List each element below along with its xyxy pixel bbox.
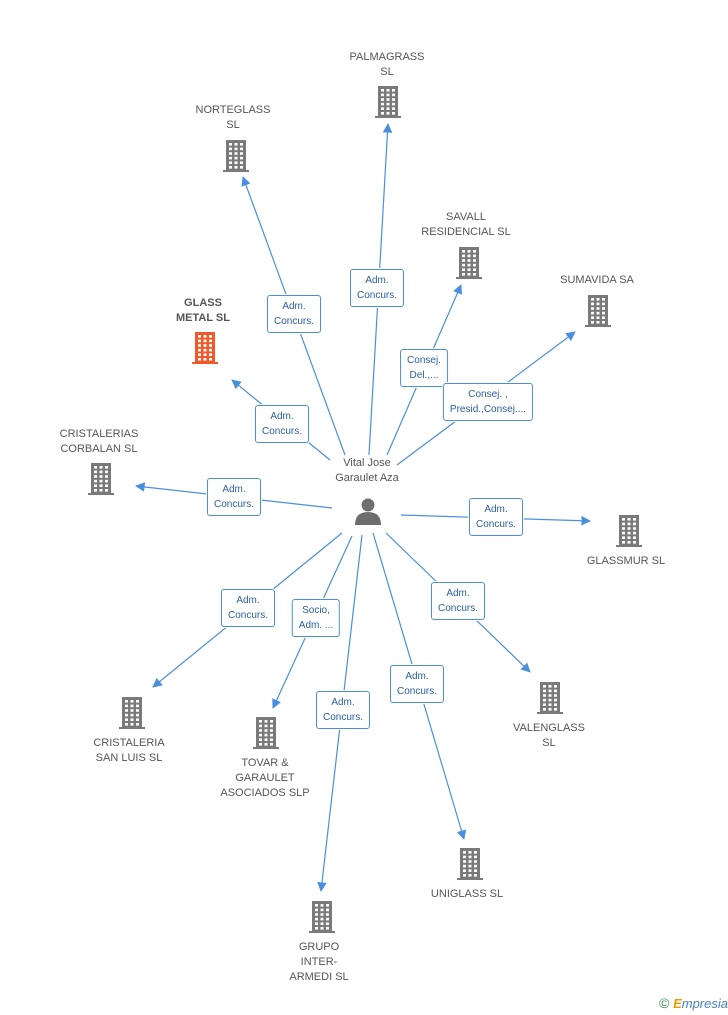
building-icon[interactable]: [585, 295, 611, 327]
company-label[interactable]: SUMAVIDA SA: [560, 274, 634, 286]
company-label[interactable]: GLASSMUR SL: [586, 555, 666, 567]
company-label[interactable]: PALMAGRASS SL: [349, 51, 425, 78]
icons-layer: [88, 86, 642, 933]
company-label[interactable]: CRISTALERIA SAN LUIS SL: [93, 737, 165, 764]
relation-label[interactable]: Adm. Concurs.: [266, 295, 322, 333]
relation-label[interactable]: Adm. Concurs.: [254, 405, 310, 443]
relation-label[interactable]: Adm. Concurs.: [468, 498, 524, 536]
person-icon[interactable]: [355, 498, 381, 526]
brand-initial: E: [673, 996, 682, 1011]
company-label[interactable]: NORTEGLASS SL: [195, 104, 271, 131]
relation-label[interactable]: Adm. Concurs.: [430, 582, 486, 620]
company-label[interactable]: VALENGLASS SL: [513, 722, 585, 749]
building-icon[interactable]: [457, 848, 483, 880]
brand-name: mpresia: [681, 996, 728, 1011]
relation-label[interactable]: Adm. Concurs.: [315, 691, 371, 729]
building-icon[interactable]: [537, 682, 563, 714]
building-icon[interactable]: [192, 332, 218, 364]
relation-label[interactable]: Consej. , Presid.,Consej....: [442, 383, 534, 421]
relation-label[interactable]: Socio, Adm. ...: [291, 599, 341, 637]
building-icon[interactable]: [309, 901, 335, 933]
company-label[interactable]: CRISTALERIAS CORBALAN SL: [59, 428, 139, 455]
relation-label[interactable]: Adm. Concurs.: [206, 478, 262, 516]
building-icon[interactable]: [223, 140, 249, 172]
company-label[interactable]: GRUPO INTER- ARMEDI SL: [289, 941, 349, 983]
company-label[interactable]: GLASS METAL SL: [176, 297, 230, 324]
relation-label[interactable]: Consej. Del.,...: [400, 349, 448, 387]
company-label[interactable]: TOVAR & GARAULET ASOCIADOS SLP: [220, 757, 310, 799]
company-label[interactable]: UNIGLASS SL: [430, 888, 504, 900]
building-icon[interactable]: [375, 86, 401, 118]
company-label[interactable]: SAVALL RESIDENCIAL SL: [421, 211, 511, 238]
center-person-label[interactable]: Vital Jose Garaulet Aza: [335, 457, 399, 484]
relation-label[interactable]: Adm. Concurs.: [389, 665, 445, 703]
building-icon[interactable]: [253, 717, 279, 749]
copyright-symbol: ©: [659, 995, 670, 1011]
building-icon[interactable]: [88, 463, 114, 495]
building-icon[interactable]: [616, 515, 642, 547]
relation-label[interactable]: Adm. Concurs.: [220, 589, 276, 627]
building-icon[interactable]: [456, 247, 482, 279]
footer-brand: © Empresia: [659, 995, 728, 1011]
relation-label[interactable]: Adm. Concurs.: [349, 269, 405, 307]
building-icon[interactable]: [119, 697, 145, 729]
